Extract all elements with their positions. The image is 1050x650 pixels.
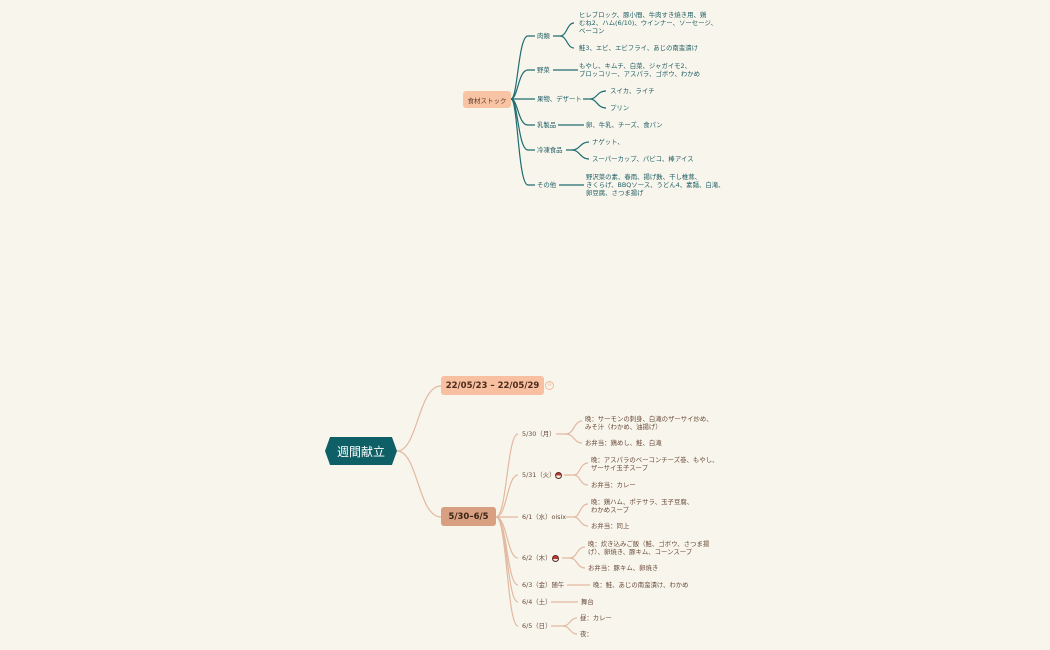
dairy-item[interactable]: 卵、牛乳、チーズ、食パン <box>586 121 663 129</box>
week2-node[interactable]: 5/30–6/5 <box>441 507 496 526</box>
day-node[interactable]: 6/1（水）oisix <box>522 513 567 521</box>
connector <box>569 557 586 569</box>
frozen-item[interactable]: ナゲット、 <box>592 138 624 146</box>
collapse-toggle-icon[interactable]: ⊖ <box>545 381 554 390</box>
connector <box>566 503 589 518</box>
connector <box>396 450 442 518</box>
category-dairy[interactable]: 乳製品 <box>537 121 557 129</box>
connector <box>562 625 578 635</box>
category-meat[interactable]: 肉類 <box>537 32 550 40</box>
connector <box>565 433 583 444</box>
category-frozen[interactable]: 冷凍食品 <box>537 146 563 154</box>
menu-root-node[interactable]: 週間献立 <box>325 437 397 465</box>
bento-icon <box>552 555 559 562</box>
meal-item[interactable]: 晩：アスパラのベーコンチーズ巻、もやし、 ザーサイ玉子スープ <box>591 456 719 472</box>
connector <box>495 516 519 603</box>
meal-item[interactable]: 晩：炊き込みご飯（鮭、ゴボウ、さつま揚 げ）、卵焼き、豚キム、コーンスープ <box>588 540 710 556</box>
fruit-item[interactable]: スイカ、ライチ <box>610 87 655 95</box>
bento-icon <box>555 472 562 479</box>
category-vegetables[interactable]: 野菜 <box>537 66 550 74</box>
connector <box>573 474 589 486</box>
connector <box>510 35 535 100</box>
meal-item[interactable]: 夜： <box>580 630 593 638</box>
day-node[interactable]: 6/4（土） <box>522 598 552 606</box>
connector <box>556 420 583 435</box>
stock-root-node[interactable]: 食材ストック <box>463 91 511 108</box>
day-node[interactable]: 6/3（金）随午 <box>522 581 565 589</box>
meal-item[interactable]: 晩：鮭、あじの南蛮漬け、わかめ <box>593 581 689 589</box>
connector <box>589 98 607 109</box>
week1-node[interactable]: 22/05/23 – 22/05/29 <box>441 376 544 395</box>
other-item[interactable]: 野沢菜の素、春雨、揚げ麩、干し椎茸、 きくらげ、BBQソース、うどん4、素麺、白… <box>586 173 725 197</box>
meat-item[interactable]: ヒレブロック、豚小間、牛肉すき焼き用、鶏 むね2、ハム(6/10)、ウインナー、… <box>579 11 718 35</box>
connector <box>510 69 535 100</box>
connector <box>553 22 575 37</box>
day-node[interactable]: 5/30（月） <box>522 430 556 438</box>
category-fruit-dessert[interactable]: 果物、デザート <box>537 95 582 103</box>
meal-item[interactable]: お弁当：豚キム、卵焼き <box>588 564 659 572</box>
connector <box>571 149 590 160</box>
connector <box>583 90 607 100</box>
fruit-item[interactable]: プリン <box>610 104 630 112</box>
meal-item[interactable]: 昼：カレー <box>580 614 612 622</box>
meal-item[interactable]: 晩：鶏ハム、ポテサラ、玉子豆腐、 わかめスープ <box>591 498 694 514</box>
connector <box>559 35 575 49</box>
day-node[interactable]: 5/31（火） <box>522 471 556 479</box>
connector <box>562 546 586 559</box>
meal-item[interactable]: お弁当：カレー <box>591 481 636 489</box>
meal-item[interactable]: 舞台 <box>581 598 594 606</box>
connector <box>551 617 578 627</box>
category-other[interactable]: その他 <box>537 181 557 189</box>
connector <box>510 98 535 186</box>
day-node[interactable]: 6/5（日） <box>522 622 552 630</box>
meal-item[interactable]: お弁当：同上 <box>591 522 630 530</box>
connector <box>495 474 519 518</box>
connector <box>396 385 442 452</box>
meal-item[interactable]: 晩：サーモンの刺身、白滝のザーサイ炒め、 みそ汁（わかめ、油揚げ） <box>585 415 713 431</box>
meat-item[interactable]: 鮭3、エビ、エビフライ、あじの南蛮漬け <box>579 44 698 52</box>
vegetables-item[interactable]: もやし、キムチ、白菜、ジャガイモ2、 ブロッコリー、アスパラ、ゴボウ、わかめ <box>579 62 701 78</box>
connector <box>573 516 589 527</box>
connector <box>495 516 519 627</box>
connector <box>566 141 590 151</box>
day-node[interactable]: 6/2（木） <box>522 554 552 562</box>
connector <box>495 433 519 518</box>
frozen-item[interactable]: スーパーカップ、パピコ、棒アイス <box>592 155 694 163</box>
meal-item[interactable]: お弁当：鶏めし、鮭、白滝 <box>585 439 662 447</box>
connector <box>564 462 589 476</box>
